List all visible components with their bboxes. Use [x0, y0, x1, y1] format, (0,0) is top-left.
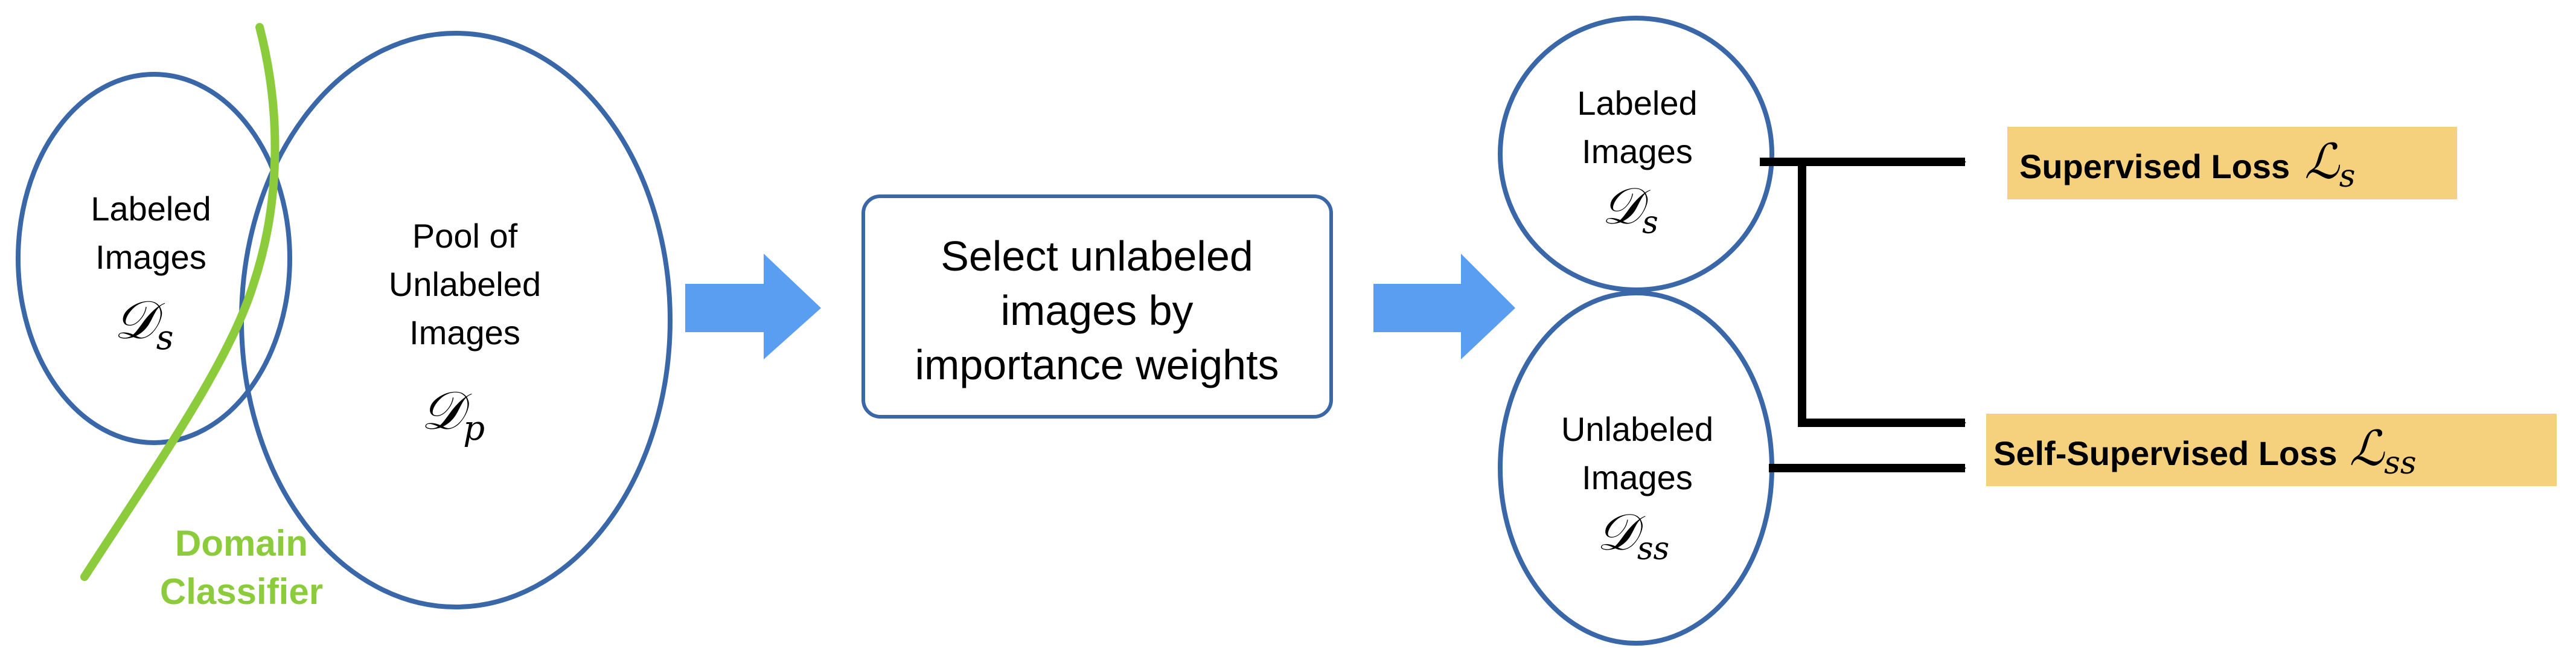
right-unlabeled-line1: Unlabeled: [1561, 410, 1713, 448]
pool-line3: Images: [409, 313, 520, 352]
right-labeled-ellipse: [1498, 16, 1774, 292]
right-unlabeled-symbol: 𝒟ss: [1597, 502, 1669, 567]
domain-classifier-line2: Classifier: [160, 571, 323, 612]
domain-classifier-curve: [80, 23, 280, 581]
left-labeled-symbol: 𝒟s: [114, 289, 174, 358]
left-labeled-line1: Labeled: [91, 190, 211, 228]
branch-to-self-supervised: [1798, 162, 1966, 427]
pool-line2: Unlabeled: [389, 265, 541, 303]
select-box-line3: importance weights: [915, 341, 1279, 388]
left-labeled-line2: Images: [95, 238, 206, 276]
select-box: [861, 194, 1333, 419]
pool-line1: Pool of: [412, 217, 518, 255]
supervised-loss-box: [2007, 127, 2457, 199]
right-unlabeled-line2: Images: [1582, 458, 1693, 496]
select-box-line1: Select unlabeled: [941, 233, 1253, 280]
right-labeled-line2: Images: [1582, 132, 1693, 170]
domain-classifier-line1: Domain: [175, 523, 308, 563]
select-box-line2: images by: [1000, 287, 1193, 334]
pool-symbol: 𝒟p: [421, 379, 485, 448]
right-labeled-symbol: 𝒟s: [1602, 176, 1658, 241]
self-supervised-loss-box: [1986, 414, 2557, 486]
block-arrow-1: [685, 254, 821, 359]
block-arrow-2: [1373, 254, 1515, 359]
right-labeled-line1: Labeled: [1577, 84, 1697, 122]
labeled-images-ellipse: [16, 72, 292, 445]
